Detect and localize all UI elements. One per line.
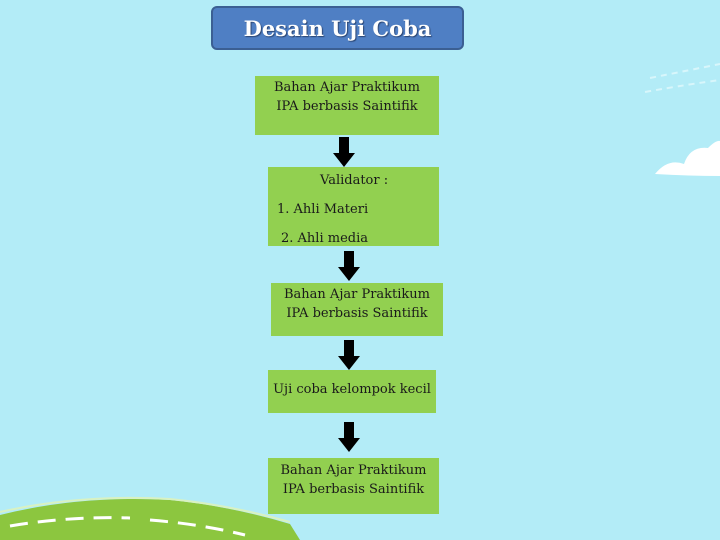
flow-box-line: IPA berbasis Saintifik xyxy=(286,306,428,321)
down-arrow-icon xyxy=(338,251,360,281)
down-arrow-icon xyxy=(338,422,360,452)
flow-box-bahan-ajar-2: Bahan Ajar Praktikum IPA berbasis Sainti… xyxy=(271,283,443,336)
flow-box-bahan-ajar-3: Bahan Ajar Praktikum IPA berbasis Sainti… xyxy=(268,458,439,514)
flow-box-line: Bahan Ajar Praktikum xyxy=(274,80,420,95)
down-arrow-icon xyxy=(338,340,360,370)
validator-item-ahli-media: 2. Ahli media xyxy=(281,231,368,246)
grass-hill xyxy=(0,496,300,540)
flow-box-uji-coba: Uji coba kelompok kecil xyxy=(268,370,436,413)
flow-box-validator: Validator : 1. Ahli Materi 2. Ahli media xyxy=(268,167,439,246)
flow-box-line: Bahan Ajar Praktikum xyxy=(284,287,430,302)
cloud-icon xyxy=(655,140,720,176)
down-arrow-icon xyxy=(333,137,355,167)
diagram-title: Desain Uji Coba xyxy=(211,6,464,50)
flow-box-line: IPA berbasis Saintifik xyxy=(282,482,425,497)
flow-box-bahan-ajar-1: Bahan Ajar Praktikum IPA berbasis Sainti… xyxy=(255,76,439,135)
flow-box-line: Bahan Ajar Praktikum xyxy=(280,463,427,478)
flow-box-line: Uji coba kelompok kecil xyxy=(273,382,431,397)
flow-box-line: IPA berbasis Saintifik xyxy=(276,99,418,114)
validator-item-ahli-materi: 1. Ahli Materi xyxy=(277,202,369,217)
validator-heading: Validator : xyxy=(320,173,389,188)
